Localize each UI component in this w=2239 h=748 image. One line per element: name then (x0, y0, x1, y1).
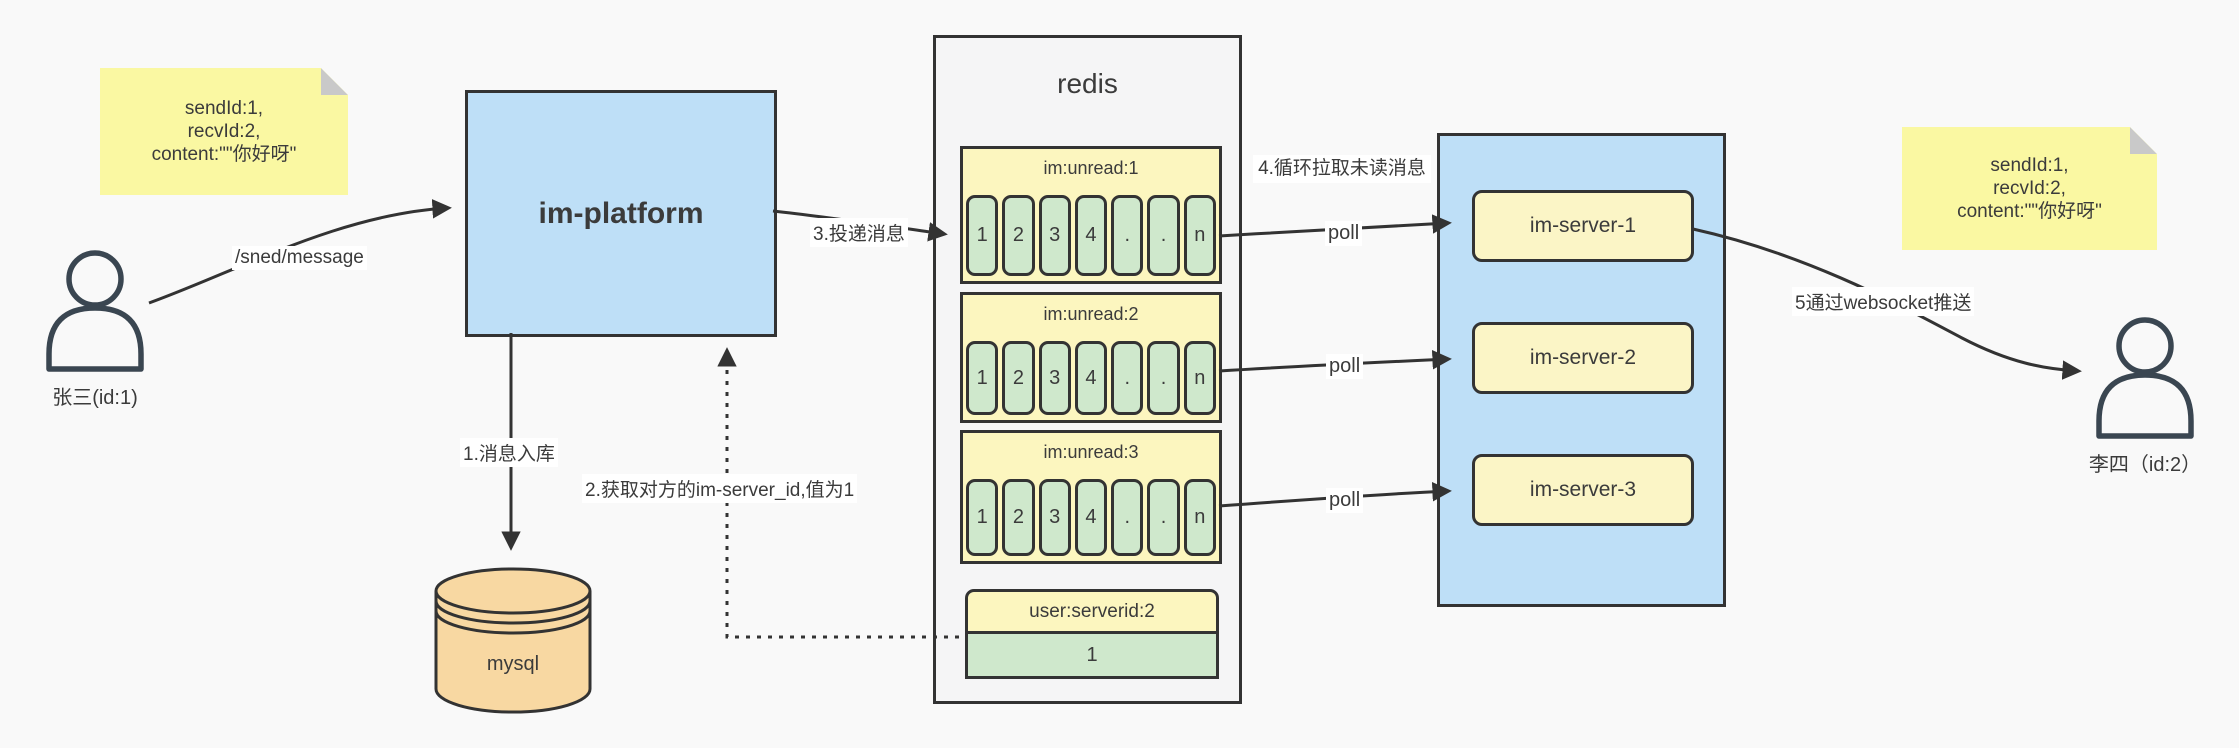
note-line: content:""你好呀" (1957, 201, 2102, 222)
label-poll-1: poll (1325, 221, 1363, 246)
person-icon (2096, 317, 2194, 439)
kv-value: 1 (965, 634, 1219, 679)
im-server-cluster: im-server-1 im-server-2 im-server-3 (1437, 133, 1726, 607)
note-line: recvId:2, (1993, 178, 2066, 199)
label-step4-loop-pull: 4.循环拉取未读消息 (1253, 155, 1431, 183)
im-server-3-box: im-server-3 (1472, 454, 1694, 526)
label-step5-websocket-push: 5通过websocket推送 (1792, 287, 1975, 316)
note-line: sendId:1, (1990, 155, 2069, 176)
queue-cell: . (1147, 195, 1180, 276)
im-platform-label: im-platform (538, 196, 704, 230)
queue-cells: 1 2 3 4 . . n (966, 341, 1216, 415)
redis-title: redis (1057, 68, 1118, 99)
redis-queue-unread-2: im:unread:2 1 2 3 4 . . n (960, 292, 1222, 423)
note-fold-icon (2130, 127, 2157, 154)
queue-cell: 1 (966, 341, 999, 415)
im-server-3-label: im-server-3 (1529, 478, 1637, 501)
note-line: sendId:1, (184, 98, 264, 119)
note-line: recvId:2, (187, 121, 261, 142)
im-platform-box: im-platform (465, 90, 777, 337)
im-server-2-box: im-server-2 (1472, 322, 1694, 394)
queue-cell: 4 (1074, 341, 1108, 415)
queue-cell: 2 (1002, 341, 1035, 415)
queue-header: im:unread:3 (1043, 442, 1139, 462)
user-receiver: 李四（id:2） (2087, 315, 2203, 477)
redis-queue-unread-1: im:unread:1 1 2 3 4 . . n (960, 146, 1222, 284)
im-server-1-box: im-server-1 (1472, 190, 1694, 262)
queue-cells: 1 2 3 4 . . n (966, 479, 1216, 556)
im-server-2-label: im-server-2 (1529, 346, 1637, 369)
mysql-label: mysql (486, 653, 540, 675)
queue-cell: . (1111, 195, 1144, 276)
person-icon (46, 250, 144, 372)
queue-cell: n (1183, 341, 1216, 415)
label-poll-3: poll (1326, 488, 1364, 513)
queue-cells: 1 2 3 4 . . n (966, 195, 1216, 276)
kv-key: user:serverid:2 (965, 589, 1219, 634)
im-server-1-label: im-server-1 (1529, 214, 1637, 237)
queue-cell: 3 (1038, 195, 1071, 276)
queue-cell: 2 (1002, 479, 1035, 556)
queue-cell: 1 (966, 195, 999, 276)
user-sender: 张三(id:1) (37, 248, 153, 410)
label-poll-2: poll (1326, 354, 1364, 379)
queue-cell: 4 (1074, 479, 1108, 556)
queue-cell: . (1147, 341, 1180, 415)
queue-cell: 1 (966, 479, 999, 556)
note-line: content:""你好呀" (151, 144, 297, 165)
queue-cell: n (1183, 479, 1216, 556)
queue-cell: . (1111, 479, 1144, 556)
queue-cell: 3 (1038, 341, 1071, 415)
queue-cell: . (1111, 341, 1144, 415)
queue-cell: 3 (1038, 479, 1071, 556)
user-sender-label: 张三(id:1) (52, 387, 138, 409)
label-step1-store-db: 1.消息入库 (460, 438, 558, 467)
sticky-note-message-right: sendId:1, recvId:2, content:""你好呀" (1902, 127, 2157, 250)
queue-header: im:unread:2 (1043, 304, 1139, 324)
label-step3-deliver: 3.投递消息 (810, 218, 908, 247)
mysql-database: mysql (433, 565, 593, 717)
queue-header: im:unread:1 (1043, 158, 1139, 178)
label-step2-get-serverid: 2.获取对方的im-server_id,值为1 (582, 474, 858, 503)
queue-cell: n (1183, 195, 1216, 276)
redis-kv-user-serverid: user:serverid:2 1 (965, 589, 1219, 679)
user-receiver-label: 李四（id:2） (2088, 454, 2202, 476)
note-fold-icon (321, 68, 348, 95)
queue-cell: 2 (1002, 195, 1035, 276)
database-cylinder-icon (434, 567, 592, 714)
redis-container: redis im:unread:1 1 2 3 4 . . n im:unrea… (933, 35, 1242, 704)
sticky-note-message-left: sendId:1, recvId:2, content:""你好呀" (100, 68, 348, 195)
queue-cell: . (1147, 479, 1180, 556)
label-send-api: /sned/message (232, 246, 367, 270)
queue-cell: 4 (1074, 195, 1108, 276)
redis-queue-unread-3: im:unread:3 1 2 3 4 . . n (960, 430, 1222, 564)
